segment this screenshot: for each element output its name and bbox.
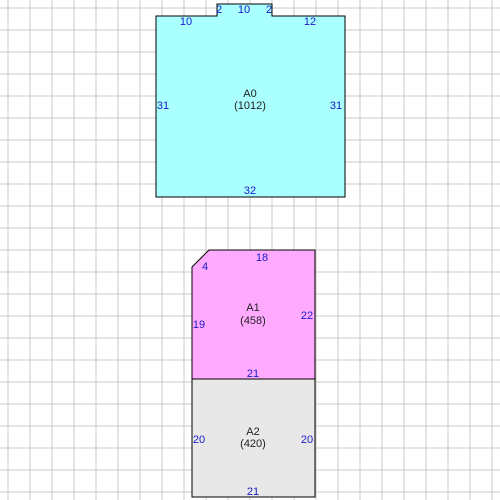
area-a1-dim-bottom: 21 bbox=[247, 368, 259, 380]
area-a1[interactable]: 4 18 19 22 21 A1 (458) bbox=[191, 249, 316, 380]
area-a1-size: (458) bbox=[240, 315, 266, 327]
area-a0-shape[interactable] bbox=[155, 3, 346, 198]
area-a1-dim-chamfer: 4 bbox=[202, 261, 208, 273]
area-a0-dim-notch-right: 2 bbox=[266, 4, 272, 16]
area-a0[interactable]: 10 2 10 2 12 31 31 32 A0 (1012) bbox=[155, 3, 346, 198]
area-a2-dim-bottom: 21 bbox=[247, 486, 259, 498]
area-a0-dim-notch-top: 10 bbox=[238, 4, 250, 16]
area-a1-dim-top: 18 bbox=[256, 252, 268, 264]
area-a0-dim-top-right: 12 bbox=[304, 16, 316, 28]
area-a0-dim-notch-left: 2 bbox=[216, 4, 222, 16]
area-a0-dim-bottom: 32 bbox=[244, 185, 256, 197]
area-a2-name: A2 bbox=[246, 426, 259, 438]
area-a0-dim-left: 31 bbox=[157, 100, 169, 112]
area-a2-dim-right: 20 bbox=[301, 434, 313, 446]
area-a2-dim-left: 20 bbox=[193, 434, 205, 446]
area-a1-dim-left: 19 bbox=[193, 319, 205, 331]
area-a2-shape[interactable] bbox=[191, 378, 316, 498]
area-a0-name: A0 bbox=[243, 88, 256, 100]
area-a2[interactable]: 20 20 21 A2 (420) bbox=[191, 378, 316, 498]
area-a1-dim-right: 22 bbox=[301, 310, 313, 322]
area-a0-dim-top-left: 10 bbox=[180, 16, 192, 28]
area-a0-dim-right: 31 bbox=[330, 100, 342, 112]
area-a1-name: A1 bbox=[246, 302, 259, 314]
area-a0-size: (1012) bbox=[234, 100, 266, 112]
area-a2-size: (420) bbox=[240, 438, 266, 450]
